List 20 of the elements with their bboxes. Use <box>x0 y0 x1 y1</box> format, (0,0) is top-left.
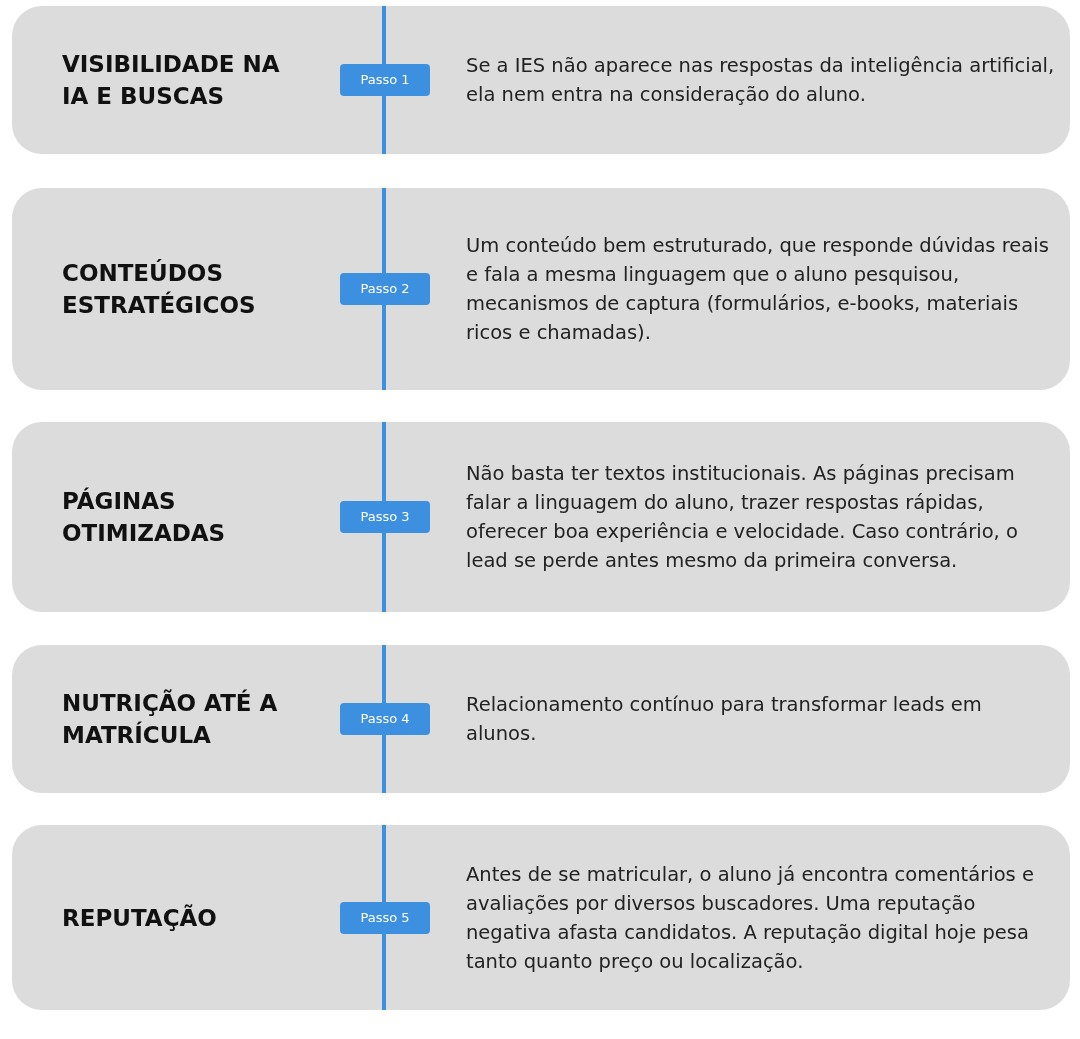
step-description: Relacionamento contínuo para transformar leads em alunos. <box>466 692 983 747</box>
step-badge: Passo 5 <box>340 901 430 934</box>
step-heading: PÁGINAS OTIMIZADAS <box>62 486 227 548</box>
step-card <box>12 825 1070 1010</box>
step-badge: Passo 3 <box>340 501 430 533</box>
step-heading: CONTEÚDOS ESTRATÉGICOS <box>62 258 257 320</box>
step-description: Se a IES não aparece nas respostas da inteligência artificial, ela nem entra na consideração do aluno. <box>466 53 1056 108</box>
step-description: Não basta ter textos institucionais. As páginas precisam falar a linguagem do aluno, trazer respostas rápidas, oferecer boa experiência e velocidade. Caso contrário, o lead se perde antes mesmo da primeira conversa. <box>466 461 1019 574</box>
step-card <box>12 188 1070 390</box>
step-heading: REPUTAÇÃO <box>62 903 218 933</box>
step-heading: VISIBILIDADE NA IA E BUSCAS <box>62 50 281 111</box>
step-description: Um conteúdo bem estruturado, que responde dúvidas reais e fala a mesma linguagem que o aluno pesquisou, mecanismos de captura (formulários, e-books, materiais ricos e chamadas). <box>466 233 1050 346</box>
step-description: Antes de se matricular, o aluno já encontra comentários e avaliações por diversos buscadores. Uma reputação negativa afasta candidatos. A reputação digital hoje pesa tanto quanto preço ou localização. <box>466 861 1035 975</box>
step-badge: Passo 2 <box>340 273 430 305</box>
step-heading: NUTRIÇÃO ATÉ A MATRÍCULA <box>62 688 279 750</box>
step-card <box>12 645 1070 793</box>
step-badge: Passo 1 <box>340 64 430 96</box>
step-card <box>12 422 1070 612</box>
step-badge: Passo 4 <box>340 703 430 735</box>
step-card <box>12 6 1070 154</box>
